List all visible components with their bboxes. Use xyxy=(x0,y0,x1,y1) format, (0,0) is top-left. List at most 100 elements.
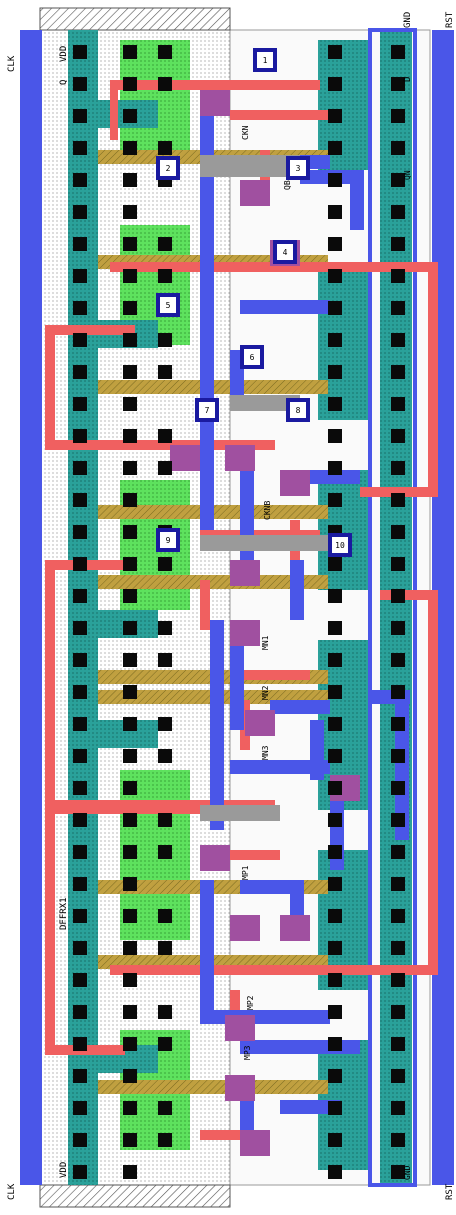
cell-name-label: DFFRX1 xyxy=(59,897,69,930)
contact xyxy=(73,1165,87,1179)
contact-mark: 10 xyxy=(328,533,352,557)
contact xyxy=(73,525,87,539)
contact xyxy=(391,1101,405,1115)
svg-text:7: 7 xyxy=(205,406,210,415)
contact xyxy=(123,269,137,283)
contact xyxy=(391,301,405,315)
contact xyxy=(158,45,172,59)
contact xyxy=(73,813,87,827)
q-label: Q xyxy=(59,80,69,85)
contact-mark: 6 xyxy=(240,345,264,369)
contacts-group xyxy=(73,45,405,1179)
contact xyxy=(391,1133,405,1147)
contact xyxy=(391,1005,405,1019)
rst-bottom-label: RST xyxy=(445,1183,455,1200)
contact xyxy=(123,301,137,315)
contact xyxy=(158,461,172,475)
net-label: CKNB xyxy=(263,501,272,520)
contact xyxy=(123,205,137,219)
contact-mark: 4 xyxy=(273,240,297,264)
contact-mark: 5 xyxy=(156,293,180,317)
contact xyxy=(328,1165,342,1179)
net-label: MP3 xyxy=(243,1045,252,1060)
vdd-top-label: VDD xyxy=(59,46,69,62)
svg-text:3: 3 xyxy=(296,164,301,173)
net-label: MN1 xyxy=(261,635,270,650)
contact xyxy=(123,173,137,187)
contact xyxy=(123,621,137,635)
contact xyxy=(158,237,172,251)
contact xyxy=(158,1133,172,1147)
contact xyxy=(73,621,87,635)
contact xyxy=(73,557,87,571)
contact xyxy=(123,653,137,667)
net-label: MN2 xyxy=(261,685,270,700)
contact xyxy=(328,173,342,187)
contact xyxy=(328,141,342,155)
contact xyxy=(391,525,405,539)
contact xyxy=(123,397,137,411)
contact xyxy=(123,333,137,347)
svg-text:1: 1 xyxy=(263,56,268,65)
contact xyxy=(158,141,172,155)
contact xyxy=(391,333,405,347)
svg-text:9: 9 xyxy=(166,536,171,545)
contact xyxy=(158,77,172,91)
contact xyxy=(123,365,137,379)
contact xyxy=(123,589,137,603)
top-hatch xyxy=(39,7,231,31)
contact xyxy=(391,1037,405,1051)
contact xyxy=(73,429,87,443)
contact xyxy=(73,397,87,411)
contact xyxy=(158,717,172,731)
contact xyxy=(391,1165,405,1179)
contact xyxy=(328,429,342,443)
contact xyxy=(73,909,87,923)
contact xyxy=(391,717,405,731)
contact xyxy=(328,269,342,283)
svg-text:6: 6 xyxy=(250,353,255,362)
contact xyxy=(328,1133,342,1147)
contact xyxy=(73,333,87,347)
contact xyxy=(328,749,342,763)
contact xyxy=(328,877,342,891)
contact-mark: 3 xyxy=(286,156,310,180)
contact xyxy=(73,205,87,219)
contact xyxy=(73,269,87,283)
gnd-metal xyxy=(368,28,417,1187)
contact xyxy=(73,301,87,315)
svg-text:8: 8 xyxy=(296,406,301,415)
contact xyxy=(158,813,172,827)
contact xyxy=(158,269,172,283)
contact-mark: 1 xyxy=(253,48,277,72)
contact xyxy=(123,877,137,891)
contact xyxy=(391,941,405,955)
contact xyxy=(73,717,87,731)
contact xyxy=(73,685,87,699)
svg-text:5: 5 xyxy=(166,301,171,310)
contact xyxy=(328,781,342,795)
contact xyxy=(123,493,137,507)
contact xyxy=(123,141,137,155)
contact-mark: 7 xyxy=(195,398,219,422)
contact xyxy=(328,1037,342,1051)
contact xyxy=(73,493,87,507)
contact xyxy=(123,909,137,923)
ndiff-group xyxy=(318,40,368,1170)
contact xyxy=(328,301,342,315)
contact xyxy=(73,237,87,251)
contact xyxy=(123,941,137,955)
contact xyxy=(391,877,405,891)
contact xyxy=(328,493,342,507)
contact xyxy=(328,589,342,603)
contact xyxy=(328,45,342,59)
contact xyxy=(158,653,172,667)
contact xyxy=(391,397,405,411)
contact xyxy=(73,941,87,955)
contact xyxy=(123,1005,137,1019)
contact xyxy=(123,77,137,91)
contact xyxy=(123,109,137,123)
clk-top-label: CLK xyxy=(7,55,17,72)
contact xyxy=(328,557,342,571)
contact xyxy=(391,109,405,123)
